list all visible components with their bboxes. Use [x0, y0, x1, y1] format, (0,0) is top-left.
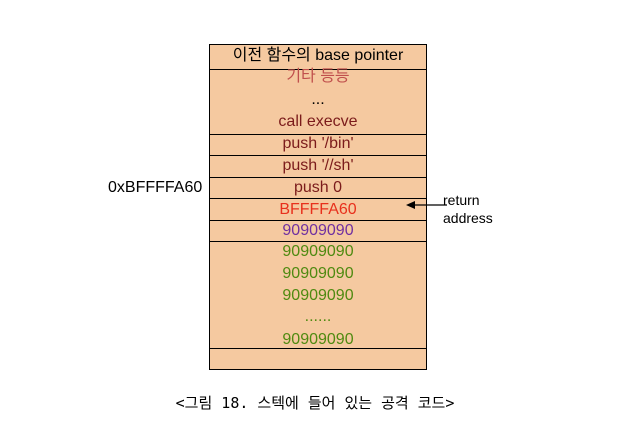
return-label-line2: address	[443, 210, 493, 226]
stack-row-nop: 90909090	[282, 265, 354, 282]
return-label-line1: return	[443, 192, 480, 208]
arrow-left-icon	[406, 201, 447, 209]
stack-divider	[210, 220, 426, 221]
stack-row-etc: 기타 등등	[286, 68, 350, 85]
stack-row-nop: 90909090	[282, 287, 354, 304]
stack-row-base-pointer: 이전 함수의 base pointer	[232, 47, 404, 64]
stack-divider	[210, 177, 426, 178]
stack-row-nop: 90909090	[282, 222, 354, 239]
stack-divider	[210, 198, 426, 199]
stack-row-ellipsis: ......	[304, 308, 332, 325]
figure-caption: <그림 18. 스텍에 들어 있는 공격 코드>	[175, 394, 455, 412]
stack-row-ellipsis: ...	[311, 91, 325, 108]
address-label: 0xBFFFFA60	[108, 179, 203, 196]
stack-divider	[210, 69, 426, 70]
stack-row-nop: 90909090	[282, 243, 354, 260]
stack-divider	[210, 348, 426, 349]
return-address-label: return address	[443, 191, 493, 227]
stack-row-return-address: BFFFFA60	[279, 201, 357, 218]
stack-divider	[210, 134, 426, 135]
stack-row-push-bin: push '/bin'	[282, 135, 354, 152]
stack-divider	[210, 155, 426, 156]
stack-row-push-0: push 0	[293, 179, 343, 196]
stack-row-push-sh: push '//sh'	[282, 157, 354, 174]
stack-divider	[210, 241, 426, 242]
stack-diagram: 이전 함수의 base pointer 기타 등등 ... call execv…	[209, 44, 427, 370]
stack-row-call-execve: call execve	[278, 113, 358, 130]
stack-row-nop: 90909090	[282, 331, 354, 348]
